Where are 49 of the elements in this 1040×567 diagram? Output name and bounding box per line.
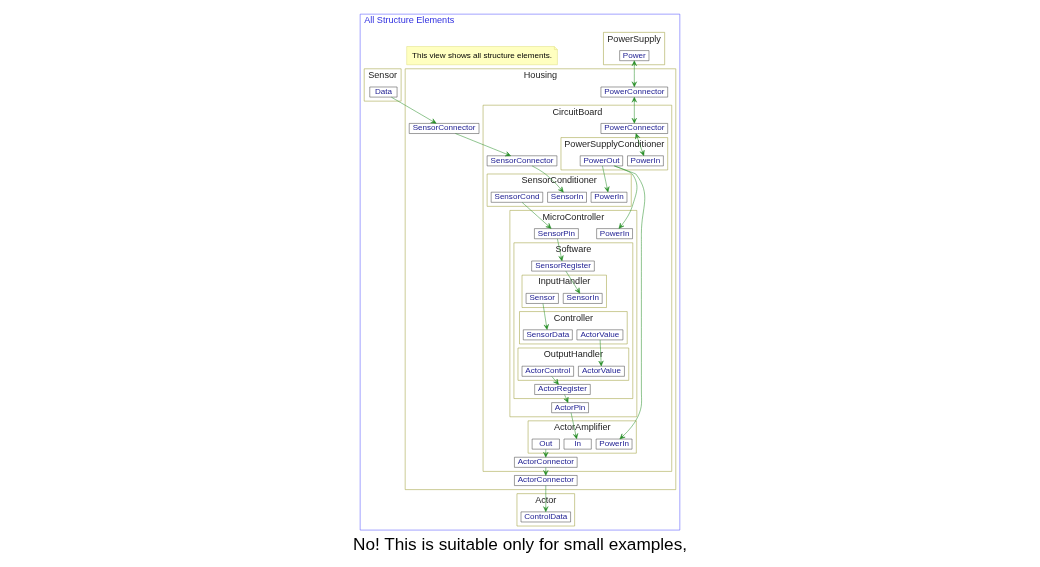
arrow [557,238,564,262]
node-box: ActorValue [576,329,624,341]
arrow [391,96,437,124]
arrow [543,485,549,512]
node-box: PowerIn [627,155,664,167]
arrow [631,60,637,88]
arrow [598,339,604,367]
node-box: SensorPin [534,228,579,239]
arrow [542,303,549,330]
arrow [455,133,511,157]
node-box: PowerIn [595,438,633,450]
node-box: ActorControl [521,365,574,377]
node-box: PowerConnector [600,86,668,98]
node-box: SensorIn [547,191,587,203]
arrow [602,165,610,193]
arrow [613,165,646,440]
arrow [521,202,552,229]
node-box: SensorData [523,329,573,341]
node-box: SensorConnector [408,123,480,134]
arrow [563,394,569,403]
node-box: SensorCond [490,191,543,203]
node-box: ActorValue [578,365,625,377]
arrow [631,96,637,124]
node-box: In [563,438,592,450]
node-box: SensorRegister [531,260,595,272]
arrow [570,412,579,440]
node-box: Data [369,86,398,98]
arrow [635,133,645,156]
node-box: PowerOut [579,155,623,167]
node-box: ActorPin [551,402,589,413]
arrow [614,165,638,229]
node-box: Sensor [525,293,559,304]
node-box: PowerIn [596,228,633,239]
caption: No! This is suitable only for small examples, [352,533,688,554]
arrow [543,449,549,458]
node-box: SensorConnector [486,155,558,167]
node-box: ControlData [520,511,571,523]
node-box: PowerConnector [600,123,668,134]
node-box: PowerIn [590,191,628,203]
arrow [565,270,581,294]
arrow [531,165,564,193]
node-box: ActorConnector [514,475,578,486]
node-box: Power [619,50,650,61]
node-box: Out [531,438,560,450]
node-box: ActorRegister [534,384,591,395]
node-box: ActorConnector [514,457,578,468]
node-box: SensorIn [563,293,603,304]
arrow [543,467,549,476]
arrow [551,376,559,385]
